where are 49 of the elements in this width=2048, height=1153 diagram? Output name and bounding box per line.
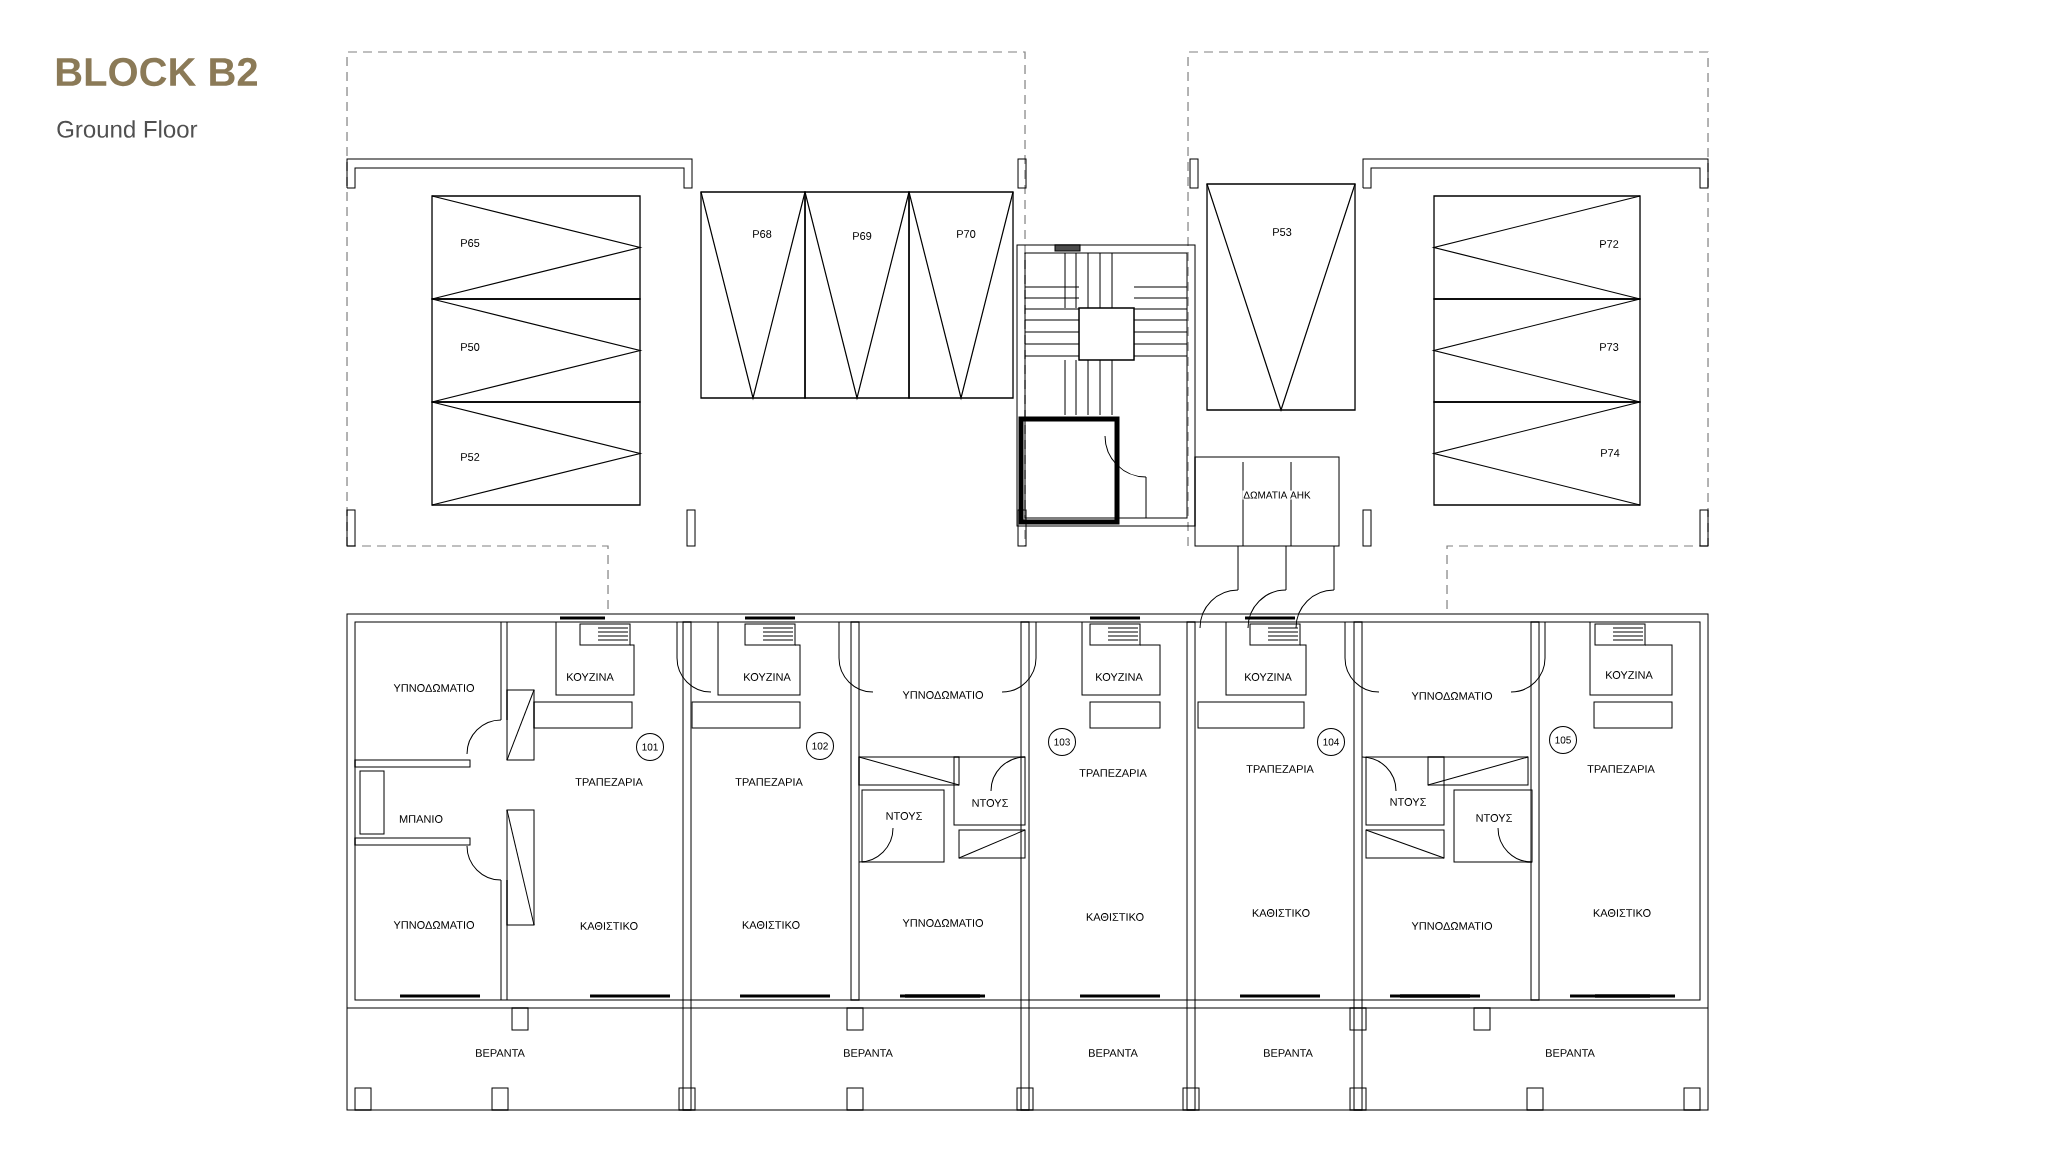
room-label: ΒΕΡΑΝΤΑ <box>476 1049 525 1057</box>
room-label: ΥΠΝΟΔΩΜΑΤΙΟ <box>1411 922 1493 930</box>
room-label: ΚΑΘΙΣΤΙΚΟ <box>1252 909 1310 917</box>
room-label: ΥΠΝΟΔΩΜΑΤΙΟ <box>393 921 475 929</box>
parking-space: P65 <box>431 195 643 300</box>
parking-space: P74 <box>1431 401 1641 506</box>
room-label: ΚΟΥΖΙΝΑ <box>1096 673 1143 681</box>
room-label: ΤΡΑΠΕΖΑΡΙΑ <box>1587 765 1655 773</box>
room-label: ΥΠΝΟΔΩΜΑΤΙΟ <box>902 919 984 927</box>
room-label: ΚΟΥΖΙΝΑ <box>744 673 791 681</box>
room-label: ΥΠΝΟΔΩΜΑΤΙΟ <box>393 684 475 692</box>
unit-number: 103 <box>1048 728 1076 756</box>
parking-space: P70 <box>908 191 1014 401</box>
room-label: ΤΡΑΠΕΖΑΡΙΑ <box>575 778 643 786</box>
room-label: ΥΠΝΟΔΩΜΑΤΙΟ <box>1411 692 1493 700</box>
room-label: ΤΡΑΠΕΖΑΡΙΑ <box>735 778 803 786</box>
unit-number: 104 <box>1317 728 1345 756</box>
room-label: ΝΤΟΥΣ <box>972 799 1008 807</box>
room-label: ΒΕΡΑΝΤΑ <box>1089 1049 1138 1057</box>
room-label: ΝΤΟΥΣ <box>886 812 922 820</box>
title: BLOCK B2 <box>56 57 257 87</box>
room-label: ΝΤΟΥΣ <box>1476 814 1512 822</box>
room-label: ΥΠΝΟΔΩΜΑΤΙΟ <box>902 691 984 699</box>
parking-space: P50 <box>431 298 643 403</box>
subtitle: Ground Floor <box>57 120 198 138</box>
room-label: ΒΕΡΑΝΤΑ <box>1264 1049 1313 1057</box>
room-label: ΚΑΘΙΣΤΙΚΟ <box>1593 909 1651 917</box>
room-label: ΚΟΥΖΙΝΑ <box>567 673 614 681</box>
parking-space: P69 <box>804 191 910 401</box>
room-label: ΚΑΘΙΣΤΙΚΟ <box>1086 913 1144 921</box>
unit-number: 105 <box>1549 726 1577 754</box>
room-label: ΔΩΜΑΤΙΑ ΑΗΚ <box>1242 490 1312 500</box>
room-label: ΒΕΡΑΝΤΑ <box>844 1049 893 1057</box>
parking-space: P53 <box>1206 183 1356 412</box>
unit-number: 102 <box>806 732 834 760</box>
room-label: ΚΟΥΖΙΝΑ <box>1606 671 1653 679</box>
room-label: ΝΤΟΥΣ <box>1390 798 1426 806</box>
room-label: ΒΕΡΑΝΤΑ <box>1546 1049 1595 1057</box>
room-label: ΤΡΑΠΕΖΑΡΙΑ <box>1246 765 1314 773</box>
room-label: ΚΑΘΙΣΤΙΚΟ <box>580 922 638 930</box>
parking-space: P52 <box>431 401 643 506</box>
parking-space: P72 <box>1431 195 1641 300</box>
room-label: ΜΠΑΝΙΟ <box>399 815 443 823</box>
parking-space: P73 <box>1431 298 1641 403</box>
unit-number: 101 <box>636 733 664 761</box>
room-label: ΚΟΥΖΙΝΑ <box>1245 673 1292 681</box>
room-label: ΤΡΑΠΕΖΑΡΙΑ <box>1079 769 1147 777</box>
parking-space: P68 <box>700 191 806 401</box>
room-label: ΚΑΘΙΣΤΙΚΟ <box>742 921 800 929</box>
